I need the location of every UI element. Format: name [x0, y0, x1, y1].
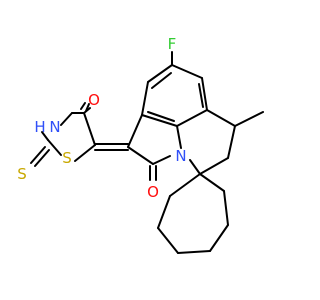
bond	[223, 190, 229, 226]
bond	[141, 81, 149, 116]
bond	[189, 159, 201, 175]
thiazolidinone-oxygen-atom: O	[88, 91, 100, 109]
atom-labels: F O H N S S N O	[17, 35, 186, 201]
bond	[30, 146, 46, 164]
molecule-canvas: F O H N S S N O	[17, 35, 264, 254]
ring-sulfur-atom: S	[62, 149, 72, 167]
bond	[227, 125, 236, 159]
bond	[198, 83, 204, 108]
bond	[177, 250, 211, 254]
bond	[169, 173, 201, 197]
bond	[60, 112, 73, 126]
thiazolidine-nitrogen-atom: N	[49, 118, 60, 136]
bond	[176, 109, 208, 127]
bond	[209, 224, 229, 252]
lactam-oxygen-atom: O	[147, 183, 159, 201]
bond	[85, 103, 90, 112]
bond	[201, 77, 208, 111]
thione-sulfur-atom: S	[17, 165, 27, 183]
bond	[199, 173, 225, 192]
bond	[141, 114, 178, 127]
bond	[147, 111, 175, 122]
molecule-structure: F O H N S S N O	[17, 35, 264, 254]
bond	[157, 227, 179, 254]
bond	[147, 64, 173, 83]
bond	[176, 125, 182, 149]
bond	[199, 157, 229, 175]
bond	[234, 111, 264, 127]
lactam-nitrogen-atom: N	[175, 147, 186, 165]
bond	[127, 146, 154, 165]
bond	[127, 114, 143, 148]
fluorine-atom: F	[168, 35, 177, 53]
bond	[157, 195, 171, 229]
bond	[206, 109, 236, 127]
bond	[47, 139, 62, 156]
bond	[83, 112, 96, 146]
bonds	[30, 51, 264, 254]
bond	[171, 64, 203, 79]
imide-hydrogen-atom: H	[34, 118, 45, 136]
bond	[80, 102, 86, 110]
bond	[74, 144, 96, 162]
bond	[152, 155, 171, 165]
bond	[41, 131, 49, 141]
bond	[151, 72, 172, 89]
bond	[34, 149, 50, 167]
